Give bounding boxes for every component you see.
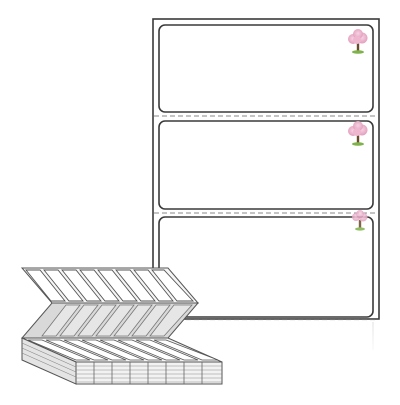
label-3	[158, 216, 374, 318]
cherry-blossom-tree-icon	[352, 210, 368, 231]
fanfold-bottom-strip	[21, 337, 223, 363]
fanfold-top-strip	[20, 267, 200, 304]
cherry-blossom-tree-icon	[348, 29, 368, 54]
label-2	[158, 120, 374, 210]
fanfold-stack-block	[21, 337, 223, 385]
fanfold-label-stack	[20, 267, 223, 385]
label-1	[158, 24, 374, 113]
label-sheet	[152, 18, 380, 320]
fanfold-middle-strip	[20, 302, 200, 339]
cherry-blossom-tree-icon	[348, 121, 368, 146]
